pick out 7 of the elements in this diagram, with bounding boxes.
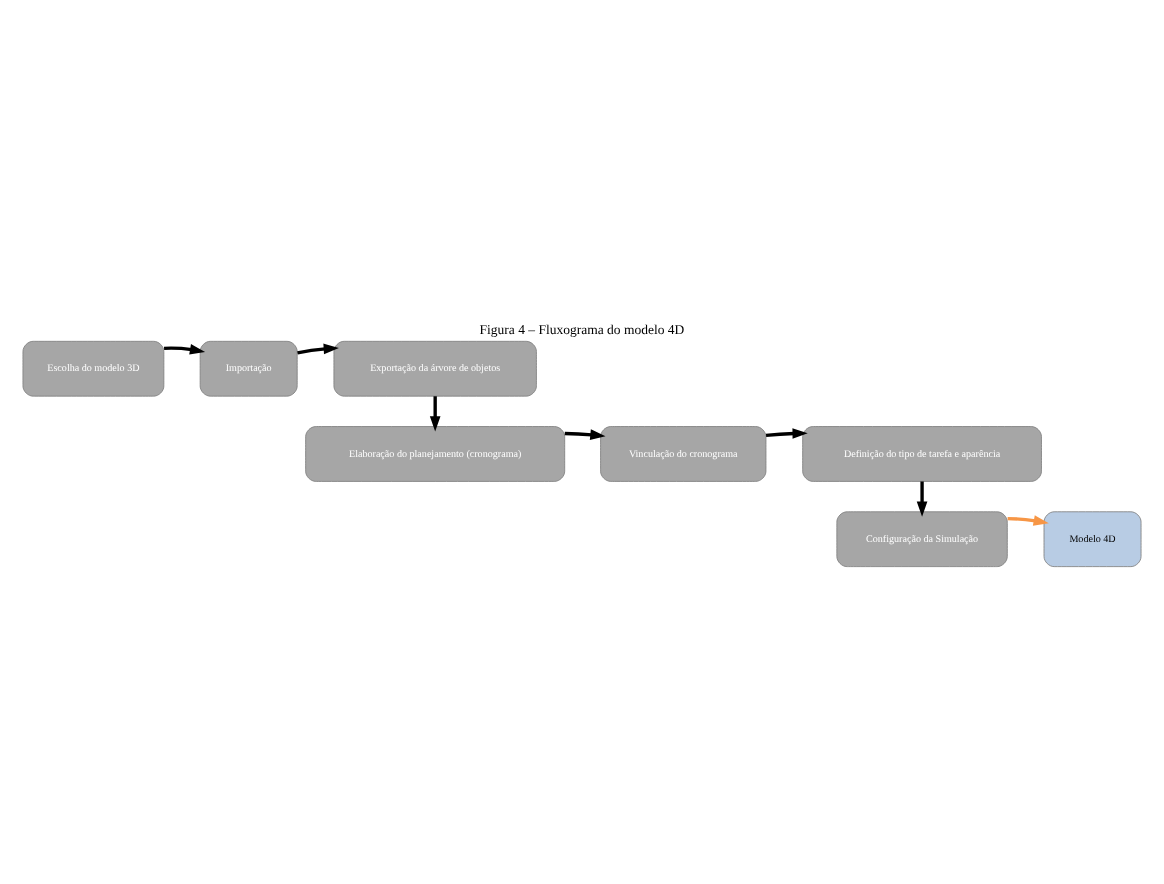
- arrow: [297, 342, 339, 354]
- arrow: [564, 428, 606, 439]
- arrow: [1007, 514, 1049, 525]
- arrow: [429, 395, 441, 431]
- arrow: [164, 343, 206, 354]
- arrow: [916, 480, 928, 516]
- arrow: [765, 427, 808, 438]
